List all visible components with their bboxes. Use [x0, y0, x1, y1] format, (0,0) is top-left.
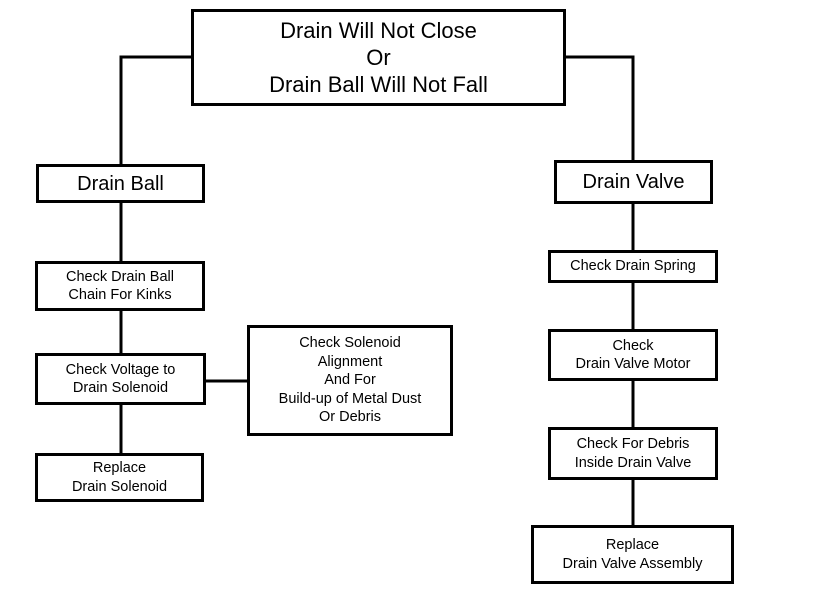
- check-voltage-label: Check Voltage to Drain Solenoid: [65, 361, 176, 397]
- check-solenoid-alignment-label: Check Solenoid Alignment And For Build-u…: [278, 335, 422, 426]
- drain-ball-branch-box: Drain Ball: [36, 164, 205, 203]
- connector-root-to-drain-ball: [119, 55, 195, 167]
- root-problem-box: Drain Will Not Close Or Drain Ball Will …: [191, 9, 566, 106]
- check-drain-spring-label: Check Drain Spring: [570, 258, 696, 275]
- check-debris-drain-valve-box: Check For Debris Inside Drain Valve: [548, 427, 718, 480]
- check-solenoid-alignment-box: Check Solenoid Alignment And For Build-u…: [247, 325, 453, 436]
- check-voltage-box: Check Voltage to Drain Solenoid: [35, 353, 206, 405]
- check-drain-valve-motor-label: Check Drain Valve Motor: [575, 337, 691, 373]
- check-drain-spring-box: Check Drain Spring: [548, 250, 718, 283]
- replace-drain-valve-assembly-box: Replace Drain Valve Assembly: [531, 525, 734, 584]
- check-drain-ball-chain-box: Check Drain Ball Chain For Kinks: [35, 261, 205, 311]
- check-drain-valve-motor-box: Check Drain Valve Motor: [548, 329, 718, 381]
- check-debris-drain-valve-label: Check For Debris Inside Drain Valve: [574, 436, 692, 471]
- replace-drain-solenoid-box: Replace Drain Solenoid: [35, 453, 204, 502]
- drain-valve-branch-label: Drain Valve: [582, 171, 685, 193]
- root-problem-label: Drain Will Not Close Or Drain Ball Will …: [269, 18, 488, 97]
- drain-ball-branch-label: Drain Ball: [77, 172, 164, 195]
- drain-valve-branch-box: Drain Valve: [554, 160, 713, 204]
- check-drain-ball-chain-label: Check Drain Ball Chain For Kinks: [66, 268, 174, 304]
- connector-root-to-drain-valve: [562, 55, 635, 163]
- replace-drain-solenoid-label: Replace Drain Solenoid: [71, 460, 168, 495]
- replace-drain-valve-assembly-label: Replace Drain Valve Assembly: [562, 537, 703, 572]
